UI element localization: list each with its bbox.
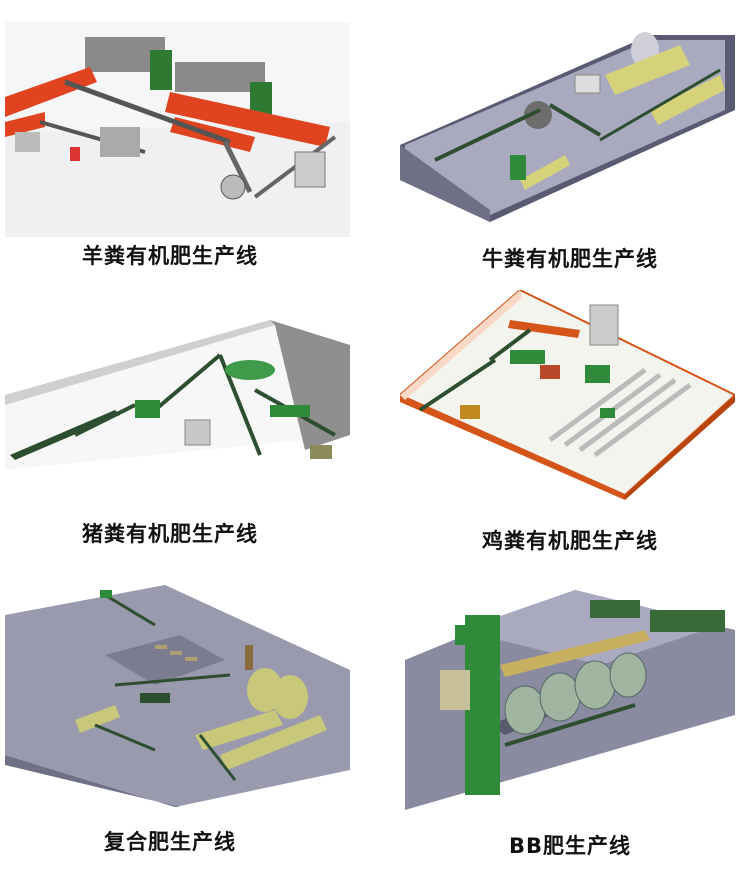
caption-sheep-manure-line: 羊粪有机肥生产线 [82,244,258,268]
cow-manure-line-image [400,15,735,227]
caption-bb-fertilizer-line: BB肥生产线 [508,834,631,858]
caption-pig-manure-line: 猪粪有机肥生产线 [82,522,258,546]
caption-cow-manure-line: 牛粪有机肥生产线 [482,247,658,271]
sheep-manure-line-image [5,22,350,237]
pig-manure-line-image [5,315,350,470]
caption-compound-fertilizer-line: 复合肥生产线 [104,830,236,854]
caption-chicken-manure-line: 鸡粪有机肥生产线 [482,529,658,553]
compound-fertilizer-line-image [5,585,350,807]
bb-fertilizer-line-image [400,585,735,810]
chicken-manure-line-image [400,290,735,500]
